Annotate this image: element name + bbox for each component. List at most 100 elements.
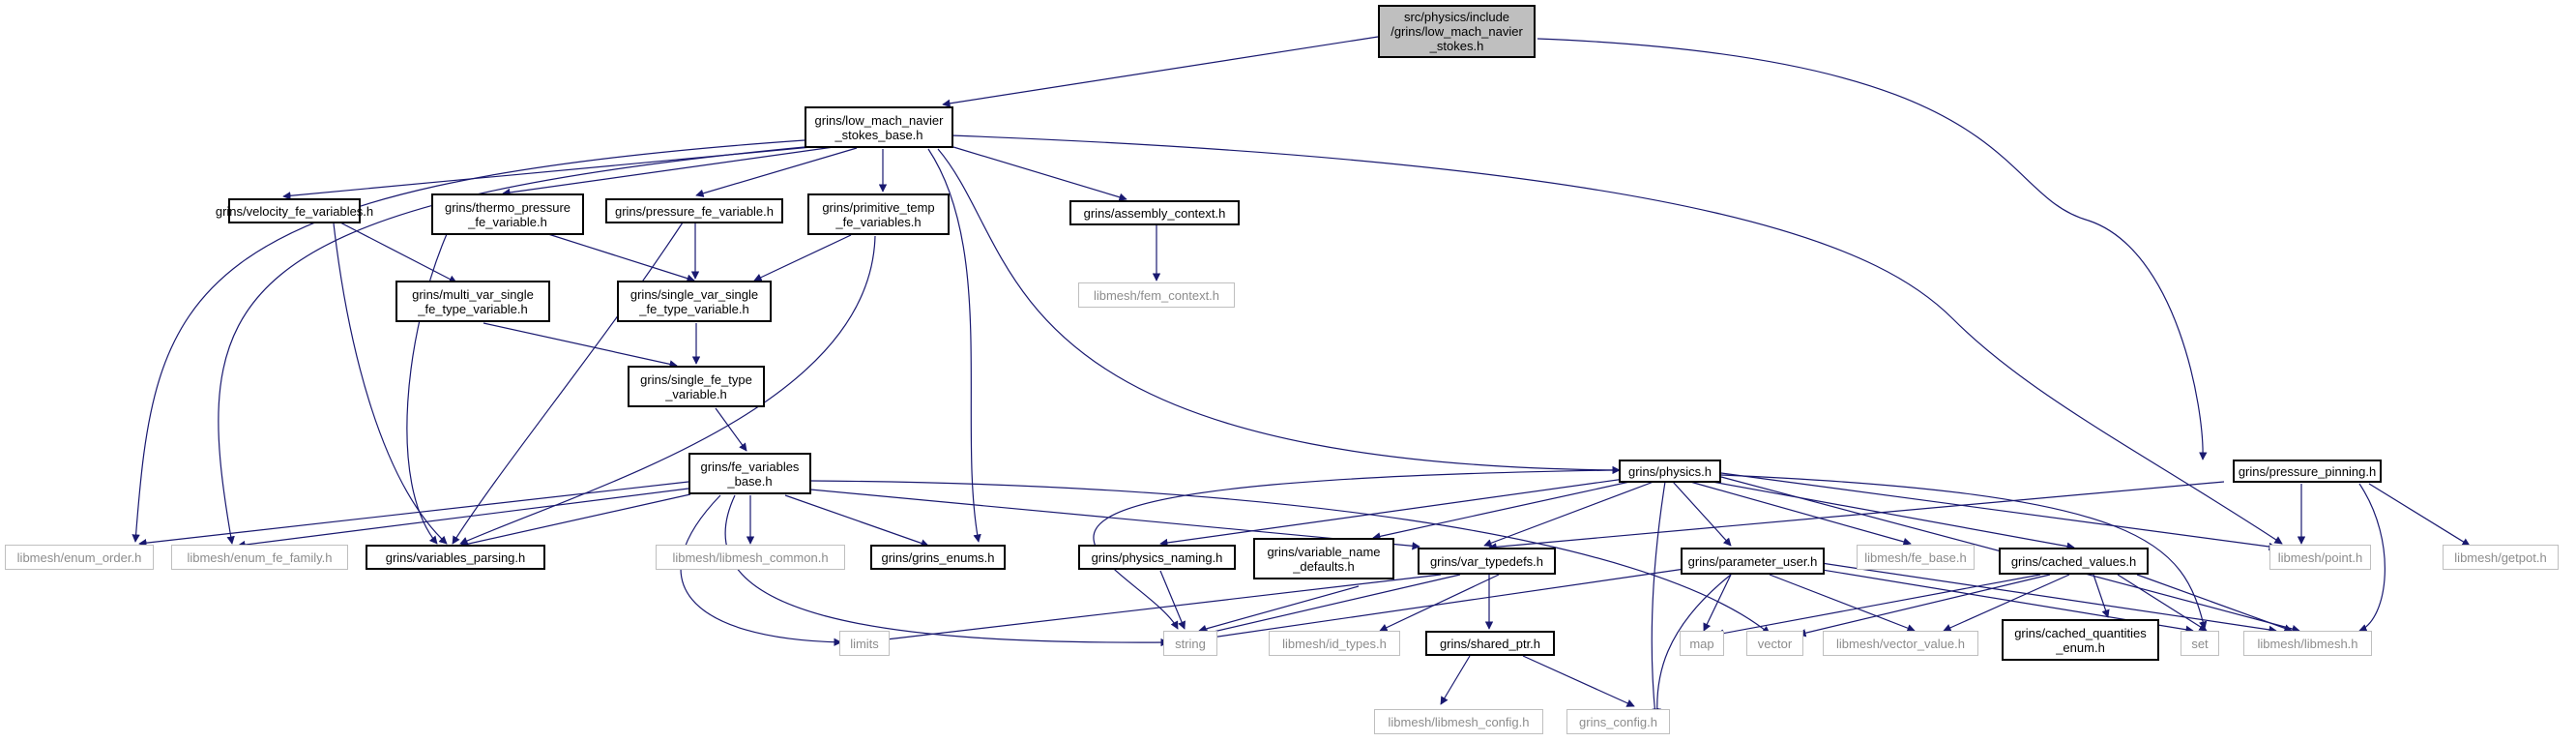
edge-base-velocity [282,145,823,200]
node-limits[interactable]: limits [839,631,890,656]
edge-pu-map [1703,574,1732,632]
edge-fevb-variables-parsing [459,493,691,549]
node-assembly-context[interactable]: grins/assembly_context.h [1069,200,1240,225]
node-single-var[interactable]: grins/single_var_single _fe_type_variabl… [617,281,772,322]
edge-pinning-libmesh [2358,483,2386,633]
node-vector-value[interactable]: libmesh/vector_value.h [1823,631,1978,656]
edge-pu-string [1204,564,1712,642]
edge-physics-set [1720,474,2208,630]
node-cached-values[interactable]: grins/cached_values.h [1999,548,2149,575]
node-id-types[interactable]: libmesh/id_types.h [1269,631,1400,656]
node-pressure-pinning[interactable]: grins/pressure_pinning.h [2233,460,2382,483]
edge-fevb-vector [809,480,1771,635]
edge-vt-id-types [1379,574,1500,632]
edge-pu-grins-config [1653,574,1732,717]
node-physics-naming[interactable]: grins/physics_naming.h [1078,545,1236,570]
edge-pu-vector-value [1769,574,1916,633]
node-pressure-fe[interactable]: grins/pressure_fe_variable.h [605,198,783,223]
node-vector[interactable]: vector [1746,631,1803,656]
node-multi-var[interactable]: grins/multi_var_single _fe_type_variable… [395,281,550,322]
node-single-fe[interactable]: grins/single_fe_type _variable.h [628,366,765,407]
edge-cv-map [1715,574,2041,638]
edge-thermo-variables-parsing [406,233,448,545]
edge-single-fe-fe-base [715,407,747,452]
edge-cv-vector [1798,574,2051,638]
node-parameter-user[interactable]: grins/parameter_user.h [1681,548,1825,575]
node-variables-parsing[interactable]: grins/variables_parsing.h [366,545,545,570]
edge-fevb-enum-order [138,481,689,548]
edge-physics-parameter-user [1672,481,1732,547]
edge-physics-physics-naming [1159,478,1625,548]
edge-cv-vector-value [1943,574,2070,632]
edge-primitive-single-var [753,234,852,282]
edge-varname-string [1198,585,1360,634]
node-grins-config[interactable]: grins_config.h [1566,709,1670,734]
edge-root-lmns-base [942,36,1379,107]
edge-physics-string [1093,469,1618,630]
node-variable-name-defaults[interactable]: grins/variable_name _defaults.h [1253,538,1394,579]
node-grins-enums[interactable]: grins/grins_enums.h [870,545,1006,570]
node-primitive-temp[interactable]: grins/primitive_temp _fe_variables.h [807,193,950,235]
edge-base-enum-order [132,139,805,543]
node-velocity-fe[interactable]: grins/velocity_fe_variables.h [216,198,373,223]
edge-physics-var-name [1372,480,1635,541]
edge-base-thermo [502,146,834,197]
edge-fevb-grins-enums [784,494,929,548]
node-libmesh[interactable]: libmesh/libmesh.h [2243,631,2372,656]
node-map[interactable]: map [1680,631,1724,656]
edge-pinning-var-typedefs [1488,481,2225,551]
edge-pinning-getpot [2368,483,2471,547]
node-physics[interactable]: grins/physics.h [1619,460,1721,483]
edge-base-physics [937,148,1621,475]
edge-cv-cq-enum [2093,574,2110,618]
edge-primitive-variables-parsing [459,235,876,545]
edge-vt-string [1200,574,1461,638]
node-string[interactable]: string [1163,631,1217,656]
edge-sp-grins-config [1522,655,1635,707]
edge-fevb-limits [680,494,842,647]
node-shared-ptr[interactable]: grins/shared_ptr.h [1425,631,1555,656]
edge-physics-grins-config [1651,481,1666,717]
edge-velocity-variables-parsing [333,223,448,545]
node-getpot[interactable]: libmesh/getpot.h [2443,545,2559,570]
edge-base-point [950,134,2283,545]
edge-physics-point [1720,472,2277,551]
edge-physics-fe-base [1689,481,1912,547]
node-var-typedefs[interactable]: grins/var_typedefs.h [1418,548,1556,575]
node-fe-variables-base[interactable]: grins/fe_variables _base.h [688,453,811,494]
node-cached-quantities-enum[interactable]: grins/cached_quantities _enum.h [2002,619,2159,661]
edge-velocity-multi-var [337,221,457,283]
edge-cv-set [2117,574,2208,632]
edge-root-pressure-pinning [1537,38,2208,460]
edge-base-enum-fe-family [218,146,805,545]
node-libmesh-config[interactable]: libmesh/libmesh_config.h [1374,709,1543,734]
node-enum-fe-family[interactable]: libmesh/enum_fe_family.h [171,545,348,570]
edge-physics-var-typedefs [1483,481,1654,548]
edge-vt-limits [877,574,1442,644]
edge-thermo-single-var [547,233,695,282]
node-root[interactable]: src/physics/include /grins/low_mach_navi… [1378,5,1536,58]
node-fe-base[interactable]: libmesh/fe_base.h [1857,545,1975,570]
node-set[interactable]: set [2181,631,2219,656]
edge-base-grins-enums [927,148,981,543]
edge-cv-libmesh [2136,574,2293,633]
edge-multi-single-fe [483,322,678,369]
edge-physics-cached-values [1706,480,2075,550]
edge-base-pressure-fe [695,147,858,197]
edge-fevb-var-typedefs [809,489,1420,550]
node-libmesh-common[interactable]: libmesh/libmesh_common.h [656,545,845,570]
node-point[interactable]: libmesh/point.h [2269,545,2371,570]
edge-pressure-variables-parsing [452,222,684,545]
edge-fevb-string [724,494,1169,647]
node-fem-context[interactable]: libmesh/fem_context.h [1078,282,1235,308]
edge-pu-libmesh [1807,560,2277,635]
node-thermo-pressure[interactable]: grins/thermo_pressure _fe_variable.h [431,193,584,235]
edge-fevb-enum-fe-family [237,488,689,549]
edge-naming-string [1159,570,1186,630]
node-enum-order[interactable]: libmesh/enum_order.h [5,545,154,570]
edge-base-assembly [952,146,1127,201]
edge-sp-libmesh-config [1440,655,1471,705]
node-lmns-base[interactable]: grins/low_mach_navier _stokes_base.h [805,106,953,148]
